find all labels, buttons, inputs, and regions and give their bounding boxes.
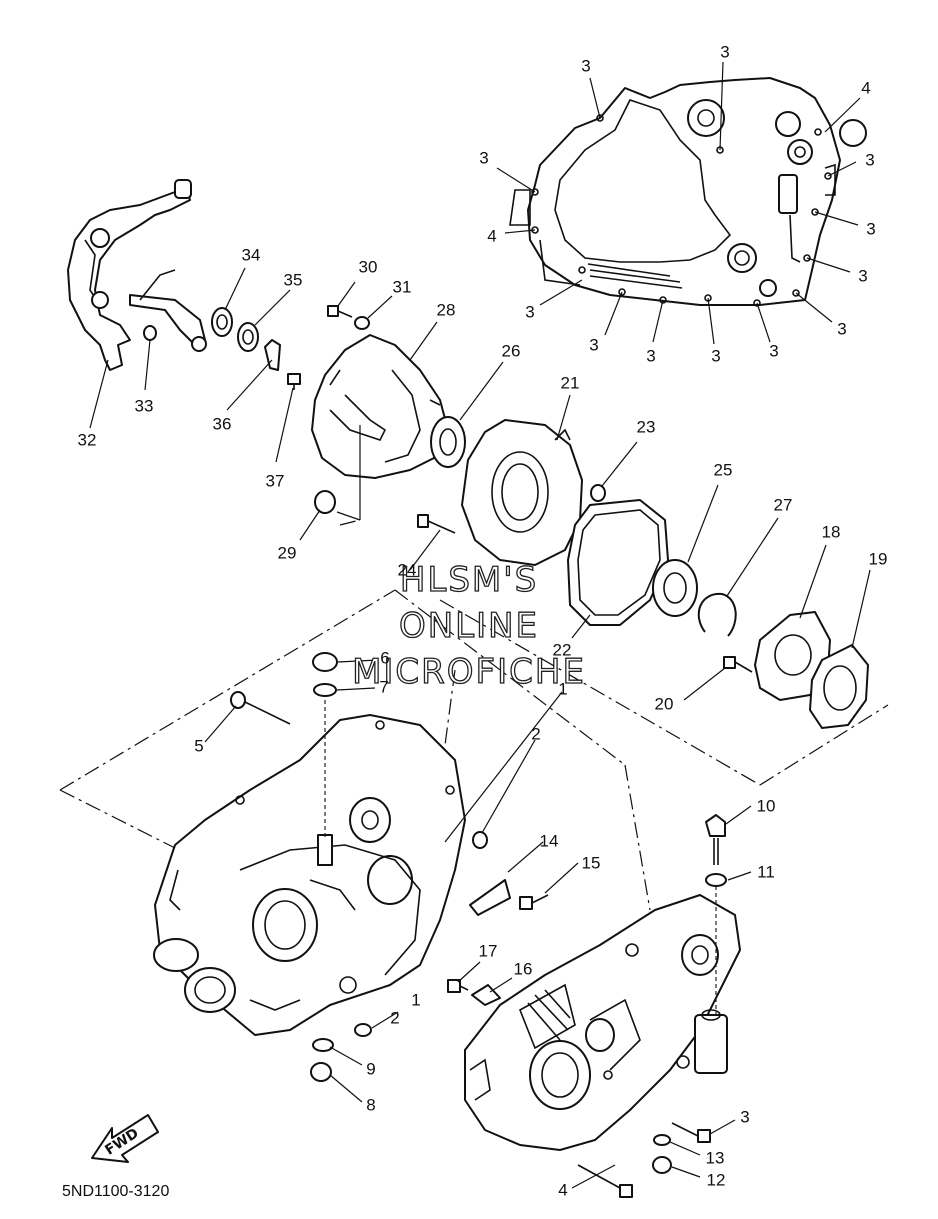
callout[interactable]: 3 <box>589 335 599 355</box>
callout[interactable]: 29 <box>277 543 297 563</box>
callout[interactable]: 11 <box>757 862 775 882</box>
right-crankcase-illustration <box>464 894 741 1151</box>
callout[interactable]: 4 <box>558 1180 568 1200</box>
assembly-dash-lines <box>59 519 889 911</box>
part-code: 5ND1100-3120 <box>62 1183 170 1200</box>
callout[interactable]: 21 <box>560 373 580 393</box>
callout[interactable]: 15 <box>581 853 601 873</box>
watermark-line-1: HLSM'S <box>399 559 539 600</box>
callout[interactable]: 24 <box>397 560 417 580</box>
callout[interactable]: 32 <box>77 430 97 450</box>
callout[interactable]: 27 <box>773 495 793 515</box>
watermark-line-2: ONLINE <box>398 605 540 646</box>
callout[interactable]: 2 <box>531 724 541 744</box>
bearings-group <box>143 307 281 371</box>
callout[interactable]: 35 <box>283 270 303 290</box>
callout[interactable]: 4 <box>487 226 497 246</box>
bolt-37 <box>287 373 301 390</box>
callout[interactable]: 31 <box>392 277 412 297</box>
callout[interactable]: 10 <box>756 796 776 816</box>
callout[interactable]: 30 <box>358 257 378 277</box>
callout[interactable]: 18 <box>821 522 841 542</box>
callout[interactable]: 3 <box>740 1107 750 1127</box>
callout[interactable]: 3 <box>858 266 868 286</box>
callout[interactable]: 1 <box>558 679 568 699</box>
callout[interactable]: 8 <box>366 1095 376 1115</box>
cover-plate-28 <box>311 334 449 479</box>
housing-21 <box>461 419 583 566</box>
callout[interactable]: 17 <box>478 941 498 961</box>
callout[interactable]: 23 <box>636 417 656 437</box>
callout[interactable]: 3 <box>646 346 656 366</box>
callout[interactable]: 3 <box>711 346 721 366</box>
callout[interactable]: 20 <box>654 694 674 714</box>
callout[interactable]: 19 <box>868 549 888 569</box>
callout[interactable]: 36 <box>212 414 232 434</box>
callout[interactable]: 25 <box>713 460 733 480</box>
watermark-line-3: MICROFICHE <box>351 651 586 692</box>
callout[interactable]: 7 <box>379 677 389 697</box>
callout[interactable]: 5 <box>194 736 204 756</box>
cover-leader-lines <box>496 61 861 345</box>
bolt-30-washer-31 <box>327 305 370 330</box>
callout[interactable]: 13 <box>705 1148 725 1168</box>
callout[interactable]: 3 <box>837 319 847 339</box>
callout[interactable]: 34 <box>241 245 261 265</box>
callout[interactable]: 3 <box>769 341 779 361</box>
callout[interactable]: 3 <box>479 148 489 168</box>
callout[interactable]: 3 <box>720 42 730 62</box>
callout[interactable]: 16 <box>513 959 533 979</box>
callout[interactable]: 26 <box>501 341 521 361</box>
callout[interactable]: 28 <box>436 300 456 320</box>
callout[interactable]: 9 <box>366 1059 376 1079</box>
callout[interactable]: 6 <box>380 648 390 668</box>
bracket-illustration <box>67 179 207 371</box>
callout[interactable]: 22 <box>552 640 572 660</box>
fwd-arrow-icon <box>91 1114 159 1163</box>
crankcase-cover-illustration <box>509 77 867 307</box>
bolt-24 <box>417 514 456 534</box>
callout[interactable]: 1 <box>411 990 421 1010</box>
callout[interactable]: 2 <box>390 1008 400 1028</box>
callout[interactable]: 14 <box>539 831 559 851</box>
seal-26 <box>430 416 466 468</box>
callout[interactable]: 33 <box>134 396 154 416</box>
callout[interactable]: 3 <box>865 150 875 170</box>
callout[interactable]: 3 <box>581 56 591 76</box>
callout[interactable]: 4 <box>861 78 871 98</box>
callout[interactable]: 3 <box>525 302 535 322</box>
callout[interactable]: 37 <box>265 471 285 491</box>
callout[interactable]: 12 <box>706 1170 726 1190</box>
dipstick-10 <box>705 814 727 887</box>
callout[interactable]: 3 <box>866 219 876 239</box>
left-crankcase-illustration <box>153 714 466 1036</box>
